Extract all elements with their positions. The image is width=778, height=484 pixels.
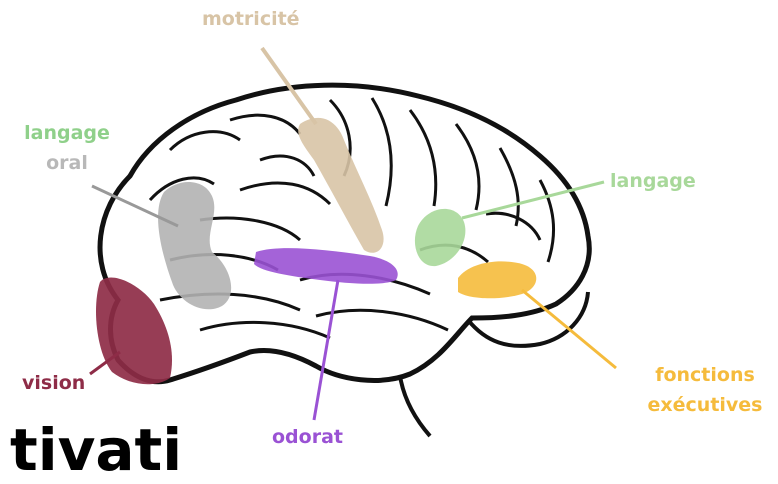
brain-diagram: motricité langage oral langage fonctions… <box>0 0 778 449</box>
label-fonctions-line1: fonctions <box>640 360 770 390</box>
label-odorat: odorat <box>272 426 343 448</box>
label-vision: vision <box>22 372 85 394</box>
label-fonctions-line2: exécutives <box>640 390 770 420</box>
cropped-heading-text: tivati <box>10 420 182 480</box>
brainstem <box>400 376 430 436</box>
label-langage-oral-line1: langage <box>14 118 120 148</box>
leader-fonctions <box>522 290 616 368</box>
label-fonctions-executives: fonctions exécutives <box>640 360 770 420</box>
label-motricite: motricité <box>202 8 300 30</box>
label-langage-oral-line2: oral <box>14 148 120 178</box>
label-langage-oral: langage oral <box>14 118 120 178</box>
label-langage: langage <box>610 170 696 192</box>
